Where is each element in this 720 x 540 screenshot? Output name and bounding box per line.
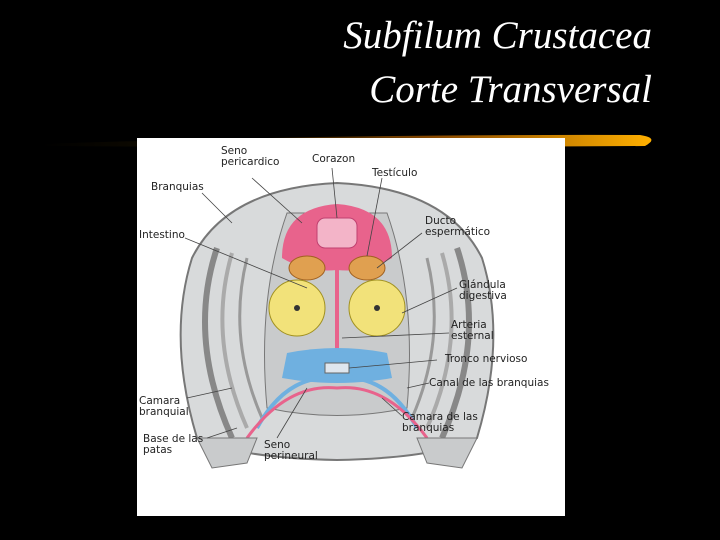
nerve-trunk (324, 362, 350, 374)
label-glandula-digestiva: Glándula digestiva (459, 279, 507, 302)
label-camara-de-las-branquias: Camara de las branquias (402, 411, 478, 434)
label-seno-pericardico: Seno pericardico (221, 145, 280, 168)
slide-title-line-1: Subfilum Crustacea (343, 14, 652, 57)
testis-left (288, 255, 326, 281)
cross-section-panel: Seno pericardico Corazon Testículo Branq… (137, 138, 565, 516)
crustacean-cross-section-diagram (179, 167, 495, 469)
label-ducto-espermatico: Ducto espermático (425, 215, 491, 238)
label-arteria-esternal: Arteria esternal (451, 319, 494, 342)
label-base-de-las-patas: Base de las patas (143, 433, 204, 456)
label-testiculo: Testículo (372, 167, 418, 179)
label-branquias: Branquias (151, 181, 204, 193)
heart (316, 217, 358, 249)
label-camara-branquial: Camara branquial (139, 395, 189, 418)
label-intestino: Intestino (139, 229, 185, 241)
leg-base-left (196, 437, 258, 469)
label-seno-perineural: Seno perineural (264, 439, 318, 462)
leg-base-right (416, 437, 478, 469)
label-tronco-nervioso: Tronco nervioso (445, 353, 528, 365)
testis-right (348, 255, 386, 281)
slide-title-line-2: Corte Transversal (369, 68, 652, 111)
label-canal-branquias: Canal de las branquias (429, 377, 549, 389)
label-corazon: Corazon (312, 153, 356, 165)
